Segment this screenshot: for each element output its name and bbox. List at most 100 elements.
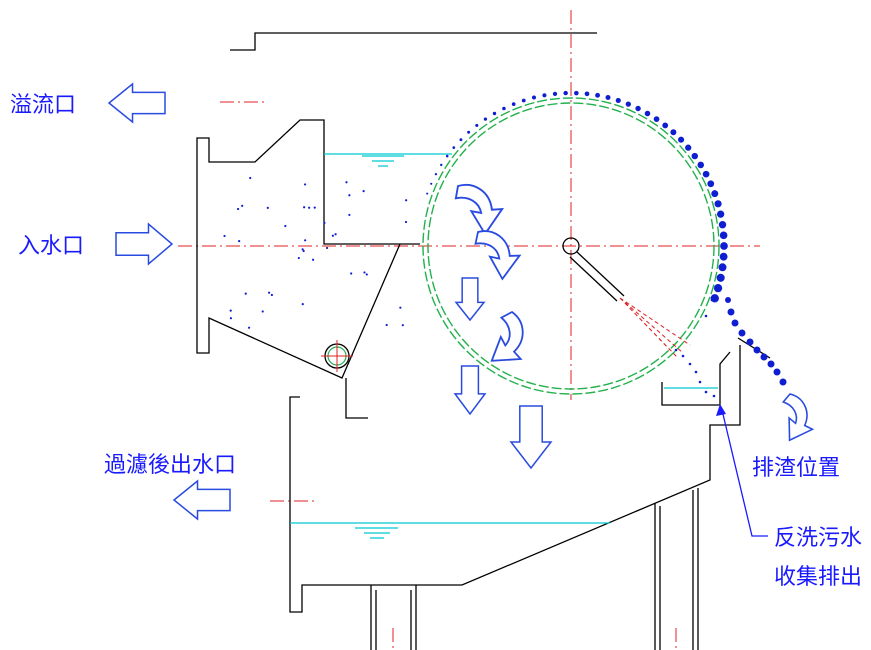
- suspended-particle: [348, 213, 351, 217]
- debris-particle: [685, 144, 692, 151]
- debris-particle: [502, 106, 506, 111]
- debris-particle: [670, 129, 677, 136]
- down-flow-arrow: [454, 277, 486, 322]
- debris-particle: [434, 173, 438, 176]
- inlet-tank-outline: [196, 119, 420, 379]
- suspended-particle: [241, 204, 244, 207]
- drain-valve-cross: [321, 340, 353, 372]
- suspended-particle: [363, 271, 366, 274]
- inlet-label: 入水口: [18, 234, 84, 259]
- drum-shaft: [562, 237, 580, 255]
- debris-particle: [483, 117, 488, 121]
- debris-trail-particle: [738, 329, 746, 337]
- discharge-label: 排渣位置: [752, 456, 840, 481]
- debris-trail-particle: [779, 378, 787, 386]
- debris-trail-particle: [727, 308, 735, 316]
- debris-particle: [718, 221, 727, 229]
- suspended-particle: [362, 189, 365, 193]
- suspended-particle: [365, 273, 368, 276]
- suspended-particle: [244, 292, 247, 295]
- suspended-particle: [270, 293, 273, 297]
- suspended-particle: [350, 272, 353, 275]
- debris-particle: [574, 90, 579, 96]
- suspended-particle: [308, 206, 311, 209]
- debris-particle: [716, 273, 725, 282]
- debris-particle: [440, 163, 443, 167]
- suspended-particle: [267, 291, 271, 294]
- inlet-arrow: [115, 222, 174, 266]
- debris-particle: [718, 263, 727, 272]
- suspended-particle: [247, 326, 251, 329]
- flow-arrows-layer: [107, 82, 815, 521]
- suspended-particle: [266, 206, 269, 209]
- drum-inner: [427, 102, 715, 390]
- overflow-label: 溢流口: [10, 93, 76, 118]
- suspended-particle: [401, 324, 404, 327]
- debris-particle: [492, 111, 497, 116]
- left-leg: [370, 585, 417, 650]
- debris-particle: [430, 182, 433, 185]
- suspended-particle: [323, 221, 326, 224]
- debris-particle: [714, 200, 722, 208]
- suspended-particle: [311, 258, 315, 261]
- debris-particle: [713, 284, 723, 293]
- suspended-particle: [301, 303, 304, 306]
- suspended-particle: [325, 246, 329, 250]
- debris-trail-particle: [773, 368, 781, 376]
- suspended-particle: [229, 317, 233, 320]
- debris-particle: [521, 98, 526, 103]
- suspended-particle: [404, 220, 408, 224]
- debris-particle: [662, 122, 669, 129]
- outlet-arrow: [172, 479, 231, 521]
- debris-particle: [475, 123, 479, 128]
- suspended-particle: [229, 309, 232, 312]
- debris-trail-particle: [731, 319, 739, 327]
- suspended-particle: [385, 323, 388, 327]
- debris-particle: [717, 210, 725, 218]
- discharge-arrow: [781, 393, 815, 442]
- suspended-particle: [302, 249, 305, 253]
- suspended-particle: [331, 234, 334, 237]
- debris-particle: [711, 190, 719, 198]
- spray-arm: [569, 251, 625, 302]
- debris-particle: [605, 95, 611, 101]
- debris-particle: [445, 154, 449, 158]
- suspended-particle: [297, 256, 300, 260]
- lower-housing-outline: [289, 345, 741, 613]
- suspended-particle: [236, 207, 240, 211]
- debris-particle: [719, 252, 728, 261]
- debris-particle: [625, 101, 631, 107]
- debris-particle: [452, 146, 456, 150]
- debris-particle: [677, 136, 685, 143]
- spray-droplet: [712, 394, 716, 398]
- rotation-arrow: [454, 183, 505, 236]
- suspended-particle: [334, 233, 337, 236]
- debris-particle: [552, 91, 558, 96]
- outlet-water-level-symbol: [355, 527, 398, 539]
- debris-trail-particle: [767, 360, 775, 368]
- debris-particle: [542, 93, 547, 98]
- filtered-outlet-label: 過濾後出水口: [104, 453, 236, 478]
- suspended-particle: [261, 310, 264, 313]
- suspended-particle: [405, 199, 408, 202]
- debris-particle: [595, 92, 600, 98]
- suspended-particle: [313, 206, 316, 209]
- suspended-particle: [301, 248, 304, 251]
- spray-droplet: [674, 348, 678, 352]
- suspended-particle: [304, 239, 307, 242]
- debris-particle: [719, 231, 728, 240]
- drum-outer: [422, 97, 720, 395]
- backwash-trough: [661, 351, 731, 406]
- suspended-particle: [303, 183, 307, 186]
- overflow-arrow: [107, 82, 166, 124]
- debris-particle: [426, 192, 429, 195]
- debris-trail-particle: [725, 297, 731, 303]
- spray-droplet: [704, 314, 708, 318]
- debris-particle: [707, 180, 715, 188]
- debris-trail-particle: [746, 338, 754, 346]
- inlet-water-level-symbol: [362, 155, 404, 167]
- debris-particle: [467, 130, 471, 134]
- debris-particle: [635, 105, 641, 112]
- particles-layer: [223, 90, 787, 398]
- backwash-label-line2: 收集排出: [774, 565, 862, 590]
